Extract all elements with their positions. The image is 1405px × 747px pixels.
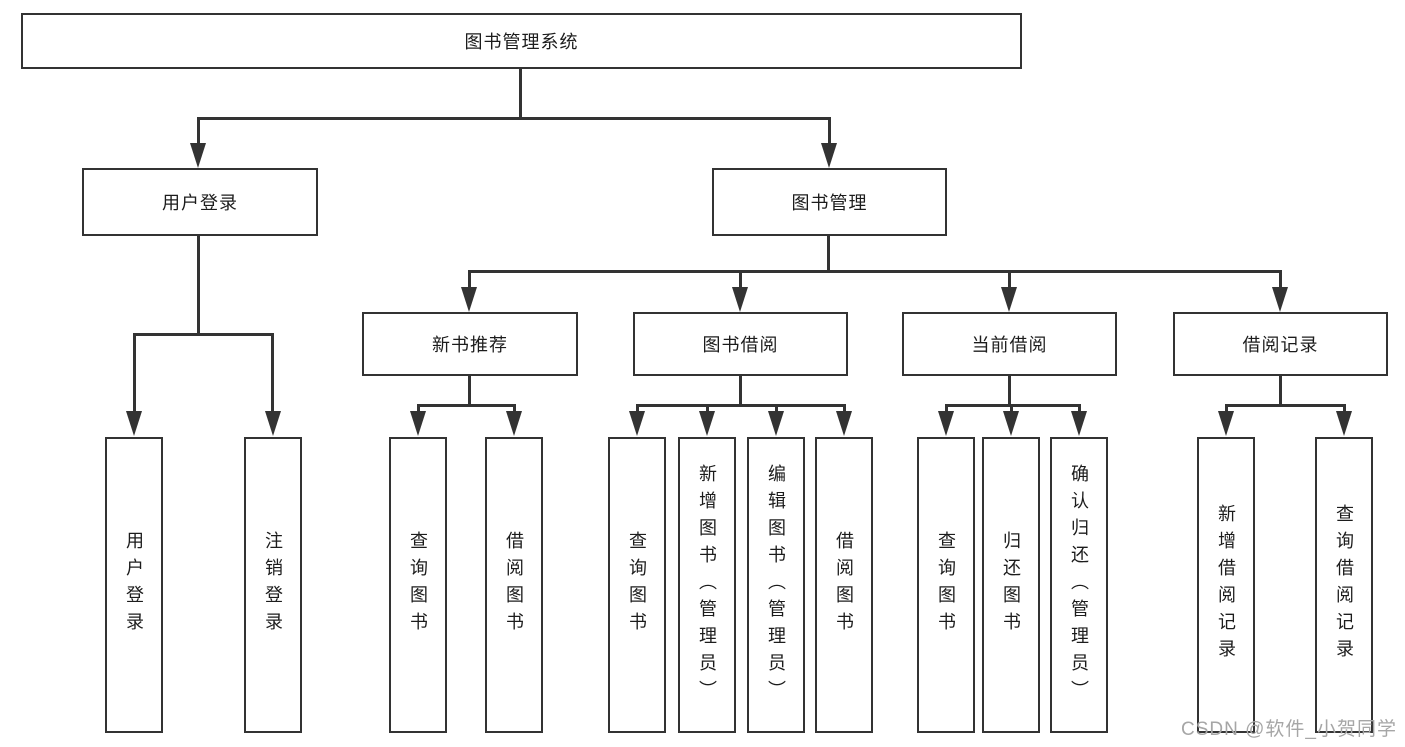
connector-vline bbox=[519, 69, 522, 117]
connector-arrowhead bbox=[821, 143, 837, 168]
connector-vline bbox=[468, 376, 471, 407]
node-book-borrow: 图书借阅 bbox=[633, 312, 848, 376]
leaf-query-books-borrow: 查询图书 bbox=[608, 437, 666, 733]
node-borrow-records-label: 借阅记录 bbox=[1242, 335, 1319, 355]
connector-vline bbox=[468, 270, 471, 288]
leaf-add-borrow-record: 新增借阅记录 bbox=[1197, 437, 1255, 733]
node-book-management-label: 图书管理 bbox=[791, 193, 868, 213]
connector-hline bbox=[133, 333, 274, 336]
connector-vline bbox=[827, 236, 830, 272]
connector-vline bbox=[133, 333, 136, 412]
connector-arrowhead bbox=[1071, 411, 1087, 436]
connector-arrowhead bbox=[1218, 411, 1234, 436]
leaf-query-books-current-label: 查询图书 bbox=[936, 531, 956, 639]
connector-arrowhead bbox=[265, 411, 281, 436]
connector-vline bbox=[775, 404, 778, 413]
connector-arrowhead bbox=[506, 411, 522, 436]
connector-vline bbox=[1008, 270, 1011, 288]
leaf-user-login: 用户登录 bbox=[105, 437, 163, 733]
connector-arrowhead bbox=[410, 411, 426, 436]
connector-vline bbox=[1008, 376, 1011, 407]
leaf-borrow-books-recommend: 借阅图书 bbox=[485, 437, 543, 733]
node-book-borrow-label: 图书借阅 bbox=[702, 335, 779, 355]
leaf-edit-book-admin-label: 编辑图书（管理员） bbox=[766, 463, 786, 707]
leaf-add-book-admin: 新增图书（管理员） bbox=[678, 437, 736, 733]
leaf-query-books-borrow-label: 查询图书 bbox=[627, 531, 647, 639]
connector-arrowhead bbox=[699, 411, 715, 436]
node-current-borrow: 当前借阅 bbox=[902, 312, 1117, 376]
connector-vline bbox=[1279, 270, 1282, 288]
connector-vline bbox=[513, 404, 516, 413]
connector-arrowhead bbox=[1272, 287, 1288, 312]
connector-hline bbox=[468, 270, 1281, 273]
leaf-query-books-current: 查询图书 bbox=[917, 437, 975, 733]
connector-arrowhead bbox=[1336, 411, 1352, 436]
connector-vline bbox=[636, 404, 639, 413]
connector-arrowhead bbox=[732, 287, 748, 312]
connector-hline bbox=[945, 404, 1081, 407]
node-new-book-recommend: 新书推荐 bbox=[362, 312, 578, 376]
connector-vline bbox=[197, 117, 200, 144]
node-user-login-label: 用户登录 bbox=[162, 193, 238, 213]
connector-hline bbox=[1225, 404, 1346, 407]
connector-vline bbox=[828, 117, 831, 144]
leaf-logout: 注销登录 bbox=[244, 437, 302, 733]
node-root-label: 图书管理系统 bbox=[464, 32, 579, 52]
connector-arrowhead bbox=[836, 411, 852, 436]
connector-vline bbox=[739, 376, 742, 407]
leaf-query-books-recommend: 查询图书 bbox=[389, 437, 447, 733]
connector-arrowhead bbox=[126, 411, 142, 436]
node-current-borrow-label: 当前借阅 bbox=[971, 335, 1048, 355]
leaf-user-login-label: 用户登录 bbox=[124, 531, 144, 639]
connector-vline bbox=[739, 270, 742, 288]
connector-hline bbox=[417, 404, 515, 407]
leaf-confirm-return-admin-label: 确认归还（管理员） bbox=[1069, 463, 1089, 707]
connector-hline bbox=[636, 404, 846, 407]
leaf-return-books: 归还图书 bbox=[982, 437, 1040, 733]
connector-vline bbox=[417, 404, 420, 413]
node-book-management: 图书管理 bbox=[712, 168, 947, 236]
node-user-login: 用户登录 bbox=[82, 168, 318, 236]
connector-vline bbox=[271, 333, 274, 412]
leaf-logout-label: 注销登录 bbox=[263, 531, 283, 639]
connector-vline bbox=[843, 404, 846, 413]
connector-vline bbox=[197, 236, 200, 335]
leaf-query-books-recommend-label: 查询图书 bbox=[408, 531, 428, 639]
connector-vline bbox=[706, 404, 709, 413]
leaf-return-books-label: 归还图书 bbox=[1001, 531, 1021, 639]
watermark-text: CSDN @软件_小贺同学 bbox=[1181, 719, 1397, 740]
connector-arrowhead bbox=[1001, 287, 1017, 312]
leaf-add-borrow-record-label: 新增借阅记录 bbox=[1216, 504, 1236, 666]
node-borrow-records: 借阅记录 bbox=[1173, 312, 1388, 376]
connector-arrowhead bbox=[1003, 411, 1019, 436]
connector-vline bbox=[1010, 404, 1013, 413]
node-new-book-recommend-label: 新书推荐 bbox=[432, 335, 508, 355]
connector-arrowhead bbox=[461, 287, 477, 312]
connector-vline bbox=[1343, 404, 1346, 413]
connector-arrowhead bbox=[190, 143, 206, 168]
connector-vline bbox=[945, 404, 948, 413]
leaf-add-book-admin-label: 新增图书（管理员） bbox=[697, 463, 717, 707]
connector-hline bbox=[197, 117, 831, 120]
leaf-confirm-return-admin: 确认归还（管理员） bbox=[1050, 437, 1108, 733]
leaf-query-borrow-record-label: 查询借阅记录 bbox=[1334, 504, 1354, 666]
leaf-borrow-books-label: 借阅图书 bbox=[834, 531, 854, 639]
leaf-query-borrow-record: 查询借阅记录 bbox=[1315, 437, 1373, 733]
leaf-edit-book-admin: 编辑图书（管理员） bbox=[747, 437, 805, 733]
connector-vline bbox=[1078, 404, 1081, 413]
node-root-system: 图书管理系统 bbox=[21, 13, 1022, 69]
leaf-borrow-books: 借阅图书 bbox=[815, 437, 873, 733]
connector-arrowhead bbox=[938, 411, 954, 436]
leaf-borrow-books-recommend-label: 借阅图书 bbox=[504, 531, 524, 639]
connector-vline bbox=[1225, 404, 1228, 413]
connector-arrowhead bbox=[768, 411, 784, 436]
connector-arrowhead bbox=[629, 411, 645, 436]
connector-vline bbox=[1279, 376, 1282, 407]
